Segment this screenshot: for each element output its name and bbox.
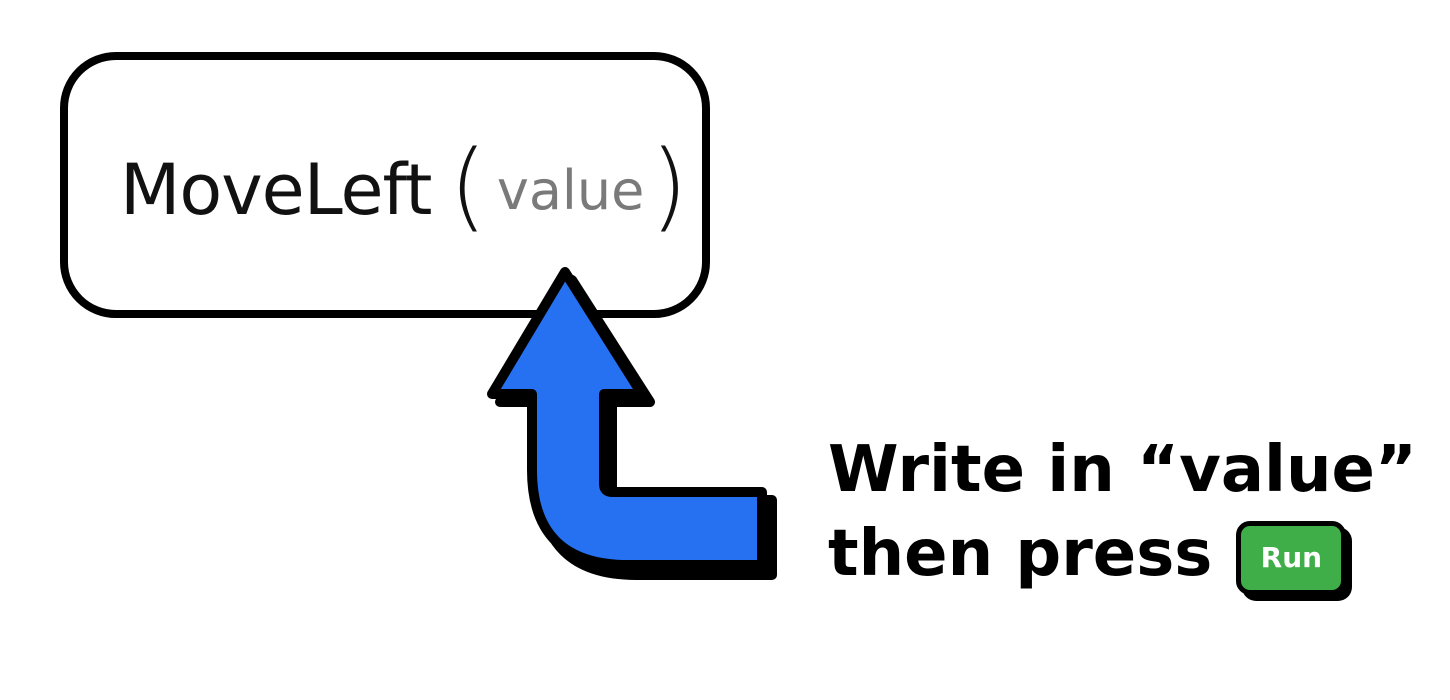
function-name: MoveLeft [120,149,432,231]
parameter-placeholder[interactable]: value [496,158,645,222]
run-button-label: Run [1260,541,1323,574]
open-paren: ( [449,130,487,242]
instruction-line-2: then press Run [828,512,1417,596]
close-paren: ) [650,130,688,242]
code-block: MoveLeft ( value ) [60,52,710,318]
code-line: MoveLeft ( value ) [120,138,688,238]
instruction-line-2-text: then press [828,517,1213,591]
run-button[interactable]: Run [1236,521,1347,595]
instruction-line-1: Write in “value” [828,433,1417,507]
instruction-text: Write in “value” then press Run [828,428,1417,596]
